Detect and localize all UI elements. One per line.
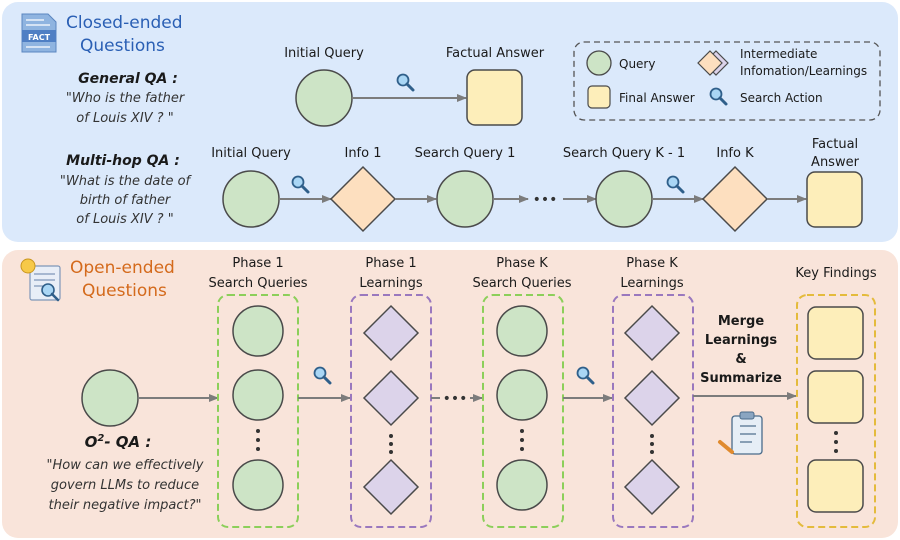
key-findings-label: Key Findings bbox=[795, 266, 876, 281]
general-factual-answer-label: Factual Answer bbox=[446, 46, 545, 61]
chain-search-queryk-node bbox=[595, 170, 653, 228]
general-qa-label: General QA : bbox=[78, 71, 178, 87]
phase1-queries-group bbox=[217, 294, 299, 528]
legend-final-answer-swatch bbox=[587, 85, 611, 109]
phase1-learning-node bbox=[362, 458, 420, 516]
key-finding-node bbox=[807, 459, 864, 513]
phasek-learning-node bbox=[623, 369, 681, 427]
open-ellipsis: ••• bbox=[443, 391, 468, 407]
o2qa-label: O2- QA : bbox=[85, 433, 152, 451]
legend: Query Intermediate Infomation/Learnings … bbox=[573, 41, 881, 121]
key-finding-node bbox=[807, 370, 864, 424]
multihop-question-1: "What is the date of bbox=[60, 174, 193, 189]
o2qa-question-2: govern LLMs to reduce bbox=[51, 478, 199, 493]
key-finding-node bbox=[807, 306, 864, 360]
chain-initial-query-label: Initial Query bbox=[211, 146, 291, 161]
phase1-query-node bbox=[232, 369, 284, 421]
chain-search-query1-label: Search Query 1 bbox=[415, 146, 516, 161]
multihop-question-2: birth of father bbox=[80, 193, 172, 208]
chain-info1-node bbox=[329, 165, 397, 233]
phase1-queries-label-2: Search Queries bbox=[209, 276, 308, 291]
key-findings-group bbox=[796, 294, 876, 528]
clipboard-summary-icon bbox=[718, 411, 763, 455]
phasek-learning-node bbox=[623, 304, 681, 362]
phasek-query-node bbox=[496, 459, 548, 511]
legend-final-answer-label: Final Answer bbox=[619, 91, 695, 105]
closed-title-line2: Questions bbox=[80, 36, 165, 56]
phase1-query-node bbox=[232, 305, 284, 357]
phasek-learnings-group bbox=[612, 294, 694, 528]
merge-label-3: & bbox=[735, 352, 746, 367]
general-initial-query-node bbox=[295, 69, 353, 127]
o2qa-question-3: their negative impact?" bbox=[48, 498, 201, 513]
chain-ellipsis: ••• bbox=[533, 192, 558, 208]
phase1-queries-label-1: Phase 1 bbox=[232, 256, 283, 271]
merge-label-1: Merge bbox=[718, 314, 764, 329]
phasek-learnings-label-1: Phase K bbox=[626, 256, 678, 271]
general-factual-answer-node bbox=[466, 69, 523, 126]
closed-title-line1: Closed-ended bbox=[66, 13, 183, 33]
multihop-qa-label: Multi-hop QA : bbox=[66, 153, 180, 169]
phase1-learning-node bbox=[362, 304, 420, 362]
open-initial-query-node bbox=[81, 369, 139, 427]
open-ended-panel bbox=[2, 250, 898, 538]
chain-search-query1-node bbox=[436, 170, 494, 228]
o2qa-question-1: "How can we effectively bbox=[47, 458, 204, 473]
phasek-query-node bbox=[496, 305, 548, 357]
legend-info-swatch bbox=[697, 50, 723, 76]
vertical-ellipsis bbox=[520, 429, 524, 451]
legend-intermediate-label-1: Intermediate bbox=[740, 47, 817, 61]
phasek-queries-label-2: Search Queries bbox=[473, 276, 572, 291]
chain-infok-node bbox=[701, 165, 769, 233]
phasek-queries-group bbox=[482, 294, 564, 528]
open-title-line2: Questions bbox=[82, 281, 167, 301]
chain-infok-label: Info K bbox=[716, 146, 754, 161]
legend-search-action-label: Search Action bbox=[740, 91, 823, 105]
chain-factual-label-2: Answer bbox=[811, 155, 860, 170]
legend-intermediate-label-2: Infomation/Learnings bbox=[740, 64, 867, 78]
chain-factual-label-1: Factual bbox=[812, 137, 858, 152]
phasek-queries-label-1: Phase K bbox=[496, 256, 548, 271]
merge-label-2: Learnings bbox=[705, 333, 778, 348]
lightbulb-document-icon bbox=[20, 258, 61, 302]
chain-info1-label: Info 1 bbox=[344, 146, 381, 161]
phase1-learnings-label-2: Learnings bbox=[359, 276, 422, 291]
multihop-question-3: of Louis XIV ? " bbox=[76, 212, 173, 227]
phase1-query-node bbox=[232, 459, 284, 511]
general-qa-question-2: of Louis XIV ? " bbox=[76, 111, 173, 126]
vertical-ellipsis bbox=[834, 431, 838, 453]
phase1-learnings-group bbox=[350, 294, 432, 528]
phasek-learnings-label-2: Learnings bbox=[620, 276, 683, 291]
general-initial-query-label: Initial Query bbox=[284, 46, 364, 61]
vertical-ellipsis bbox=[650, 434, 654, 454]
phase1-learning-node bbox=[362, 369, 420, 427]
open-title-line1: Open-ended bbox=[70, 258, 175, 278]
chain-initial-query-node bbox=[222, 170, 280, 228]
merge-label-4: Summarize bbox=[700, 371, 782, 386]
legend-query-swatch bbox=[586, 50, 612, 76]
legend-query-label: Query bbox=[619, 57, 655, 71]
fact-document-icon: FACT bbox=[21, 13, 57, 53]
phasek-learning-node bbox=[623, 458, 681, 516]
phase1-learnings-label-1: Phase 1 bbox=[365, 256, 416, 271]
chain-search-queryk-label: Search Query K - 1 bbox=[563, 146, 685, 161]
general-qa-question-1: "Who is the father bbox=[66, 91, 186, 106]
vertical-ellipsis bbox=[389, 434, 393, 454]
vertical-ellipsis bbox=[256, 429, 260, 451]
fact-label: FACT bbox=[28, 33, 51, 42]
chain-factual-answer-node bbox=[806, 171, 863, 228]
phasek-query-node bbox=[496, 369, 548, 421]
